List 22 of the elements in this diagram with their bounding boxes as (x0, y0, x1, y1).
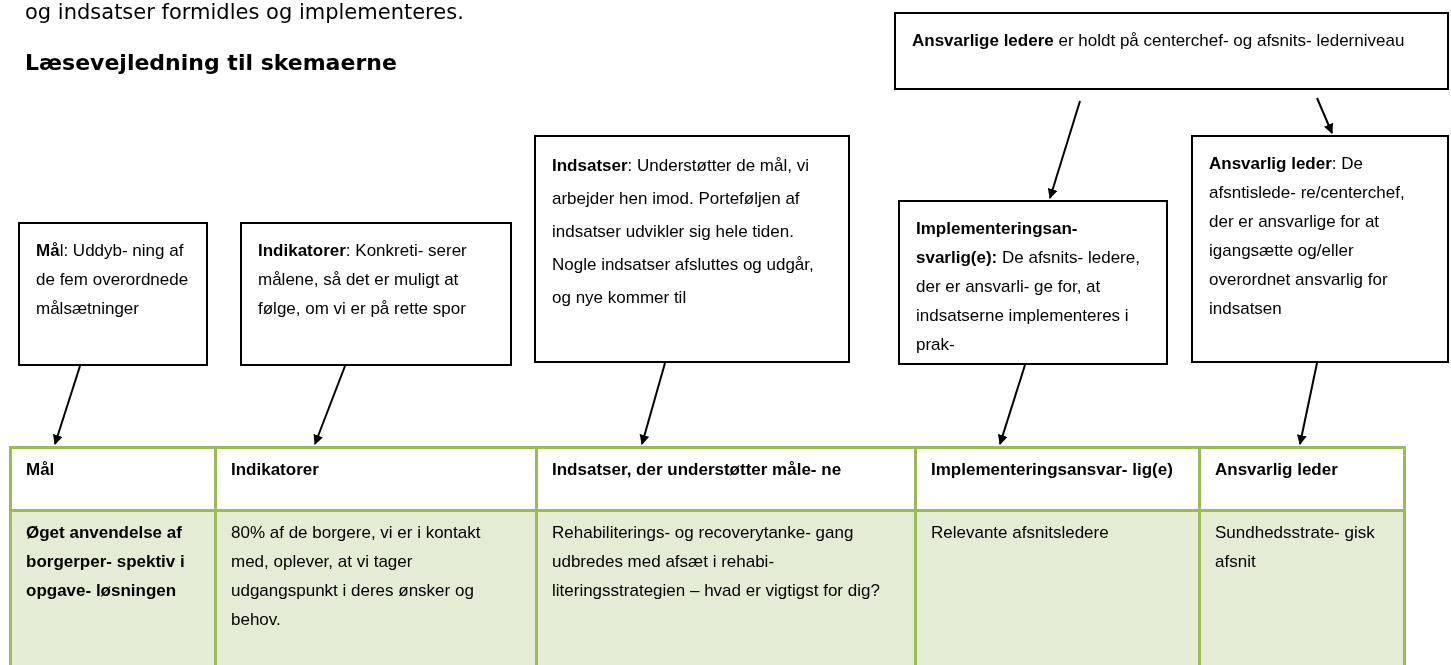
callout-box: Implementeringsan- svarlig(e): De afsnits- ledere, der er ansvarli- ge for, at indsatserne implementeres i prak- (898, 200, 1168, 365)
table-cell: Øget anvendelse af borgerper- spektiv i opgave- løsningen (9, 509, 217, 665)
heading: Læsevejledning til skemaerne (25, 50, 397, 75)
arrow (313, 365, 346, 445)
callout-box: Indikatorer: Konkreti- serer målene, så det er muligt at følge, om vi er på rette spor (240, 222, 512, 366)
arrow (1047, 100, 1081, 199)
arrow (1296, 362, 1318, 445)
header-cell: Ansvarlig leder (1198, 446, 1406, 512)
table-cell: 80% af de borgere, vi er i kontakt med, oplever, at vi tager udgangspunkt i deres ønsker og behov. (214, 509, 538, 665)
callout-box: Indsatser: Understøtter de mål, vi arbejder hen imod. Porteføljen af indsatser udvikler sig hele tiden. Nogle indsatser afsluttes og udgår, og nye kommer til (534, 135, 850, 363)
header-cell: Mål (9, 446, 217, 512)
table-cell: Relevante afsnitsledere (914, 509, 1201, 665)
callout-box: Ansvarlige ledere er holdt på centerchef- og afsnits- lederniveau (894, 12, 1449, 90)
callout-box: Mål: Uddyb- ning af de fem overordnede målsætninger (18, 222, 208, 366)
arrow (53, 365, 81, 445)
arrow (639, 362, 666, 445)
intro-text: og indsatser formidles og implementeres. (25, 0, 464, 24)
table-cell: Sundhedsstrate- gisk afsnit (1198, 509, 1406, 665)
table-cell: Rehabiliterings- og recoverytanke- gang udbredes med afsæt i rehabi- literingsstrategien – hvad er vigtigst for dig? (535, 509, 917, 665)
arrow (1316, 97, 1334, 134)
callout-box: Ansvarlig leder: De afsntislede- re/centerchef, der er ansvarlige for at igangsætte og/eller overordnet ansvarlig for indsatsen (1191, 135, 1449, 363)
arrow (997, 364, 1026, 445)
